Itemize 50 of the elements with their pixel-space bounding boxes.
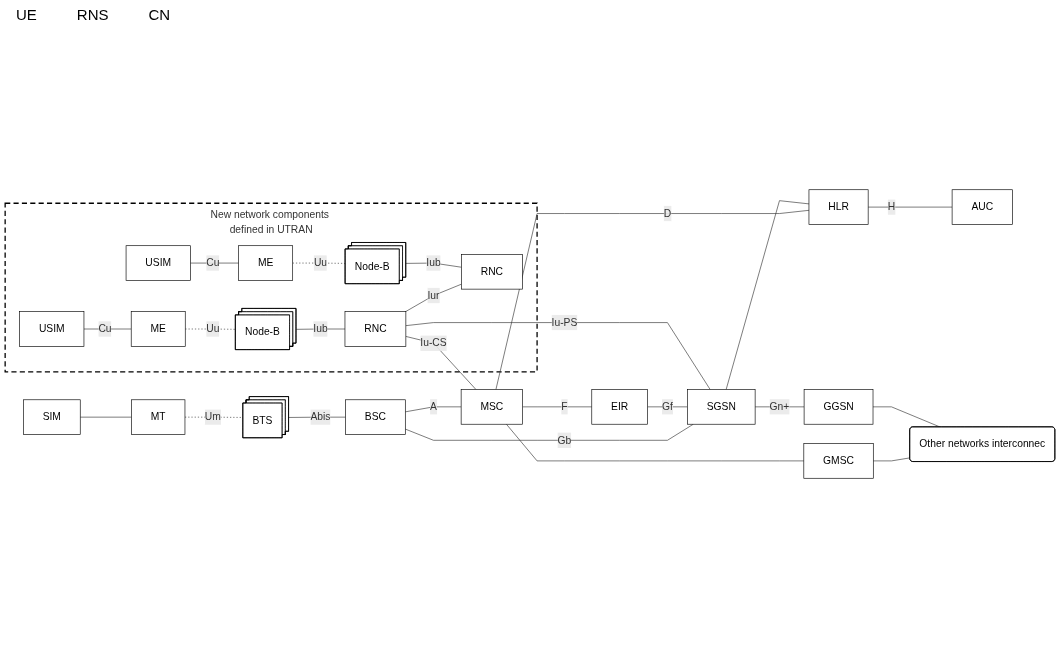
edge-label: H (887, 201, 896, 213)
edge-label: Iur (427, 289, 440, 301)
edge-label: Cu (206, 257, 220, 269)
connector (725, 200, 810, 390)
node-box: USIM (19, 311, 85, 347)
node-box: RNC (344, 311, 407, 347)
edge-label: Um (204, 411, 221, 423)
edge-label: Iu-CS (420, 337, 447, 349)
edge-label: Gn+ (769, 401, 790, 412)
domain-label: UE (16, 6, 37, 23)
node-box: MSC (460, 389, 523, 425)
node-box: GGSN (803, 389, 874, 425)
node-box: ME (238, 245, 293, 281)
connector (522, 406, 593, 408)
connector (405, 423, 694, 441)
node-box: BSC (345, 399, 406, 435)
domain-label: CN (148, 6, 171, 23)
edge-label: A (430, 401, 437, 412)
edge-label: Iub (426, 257, 441, 269)
edge-label: Cu (98, 323, 112, 335)
edge-label: Gb (557, 434, 572, 446)
node-box: SIM (23, 399, 81, 435)
domain-label: RNS (76, 6, 109, 23)
connector (495, 210, 810, 390)
node-box: SGSN (687, 389, 756, 425)
connector (506, 423, 805, 462)
node-box: EIR (591, 389, 648, 425)
node-box: GMSC (803, 443, 874, 479)
connector (872, 457, 911, 462)
connector (405, 406, 462, 413)
node-box: RNC (461, 254, 523, 290)
edge-label: Iub (313, 323, 328, 335)
node-box: HLR (808, 189, 869, 225)
edge-label: F (561, 401, 568, 412)
edge-label: Uu (206, 323, 220, 335)
node-box: AUC (951, 189, 1013, 225)
edge-label: Gf (662, 401, 673, 412)
connector (405, 262, 462, 268)
connector (867, 206, 953, 208)
connector (184, 416, 244, 418)
connector (405, 283, 462, 312)
edge-label: D (663, 207, 672, 219)
edge-label: Iu-PS (551, 316, 578, 328)
edge-label: Abis (310, 411, 331, 423)
edge-label: Uu (313, 257, 328, 269)
node-box: ME (130, 311, 186, 347)
connector (292, 262, 346, 264)
connector (79, 416, 132, 418)
node-box: USIM (125, 245, 191, 281)
node-box: MT (131, 399, 186, 435)
